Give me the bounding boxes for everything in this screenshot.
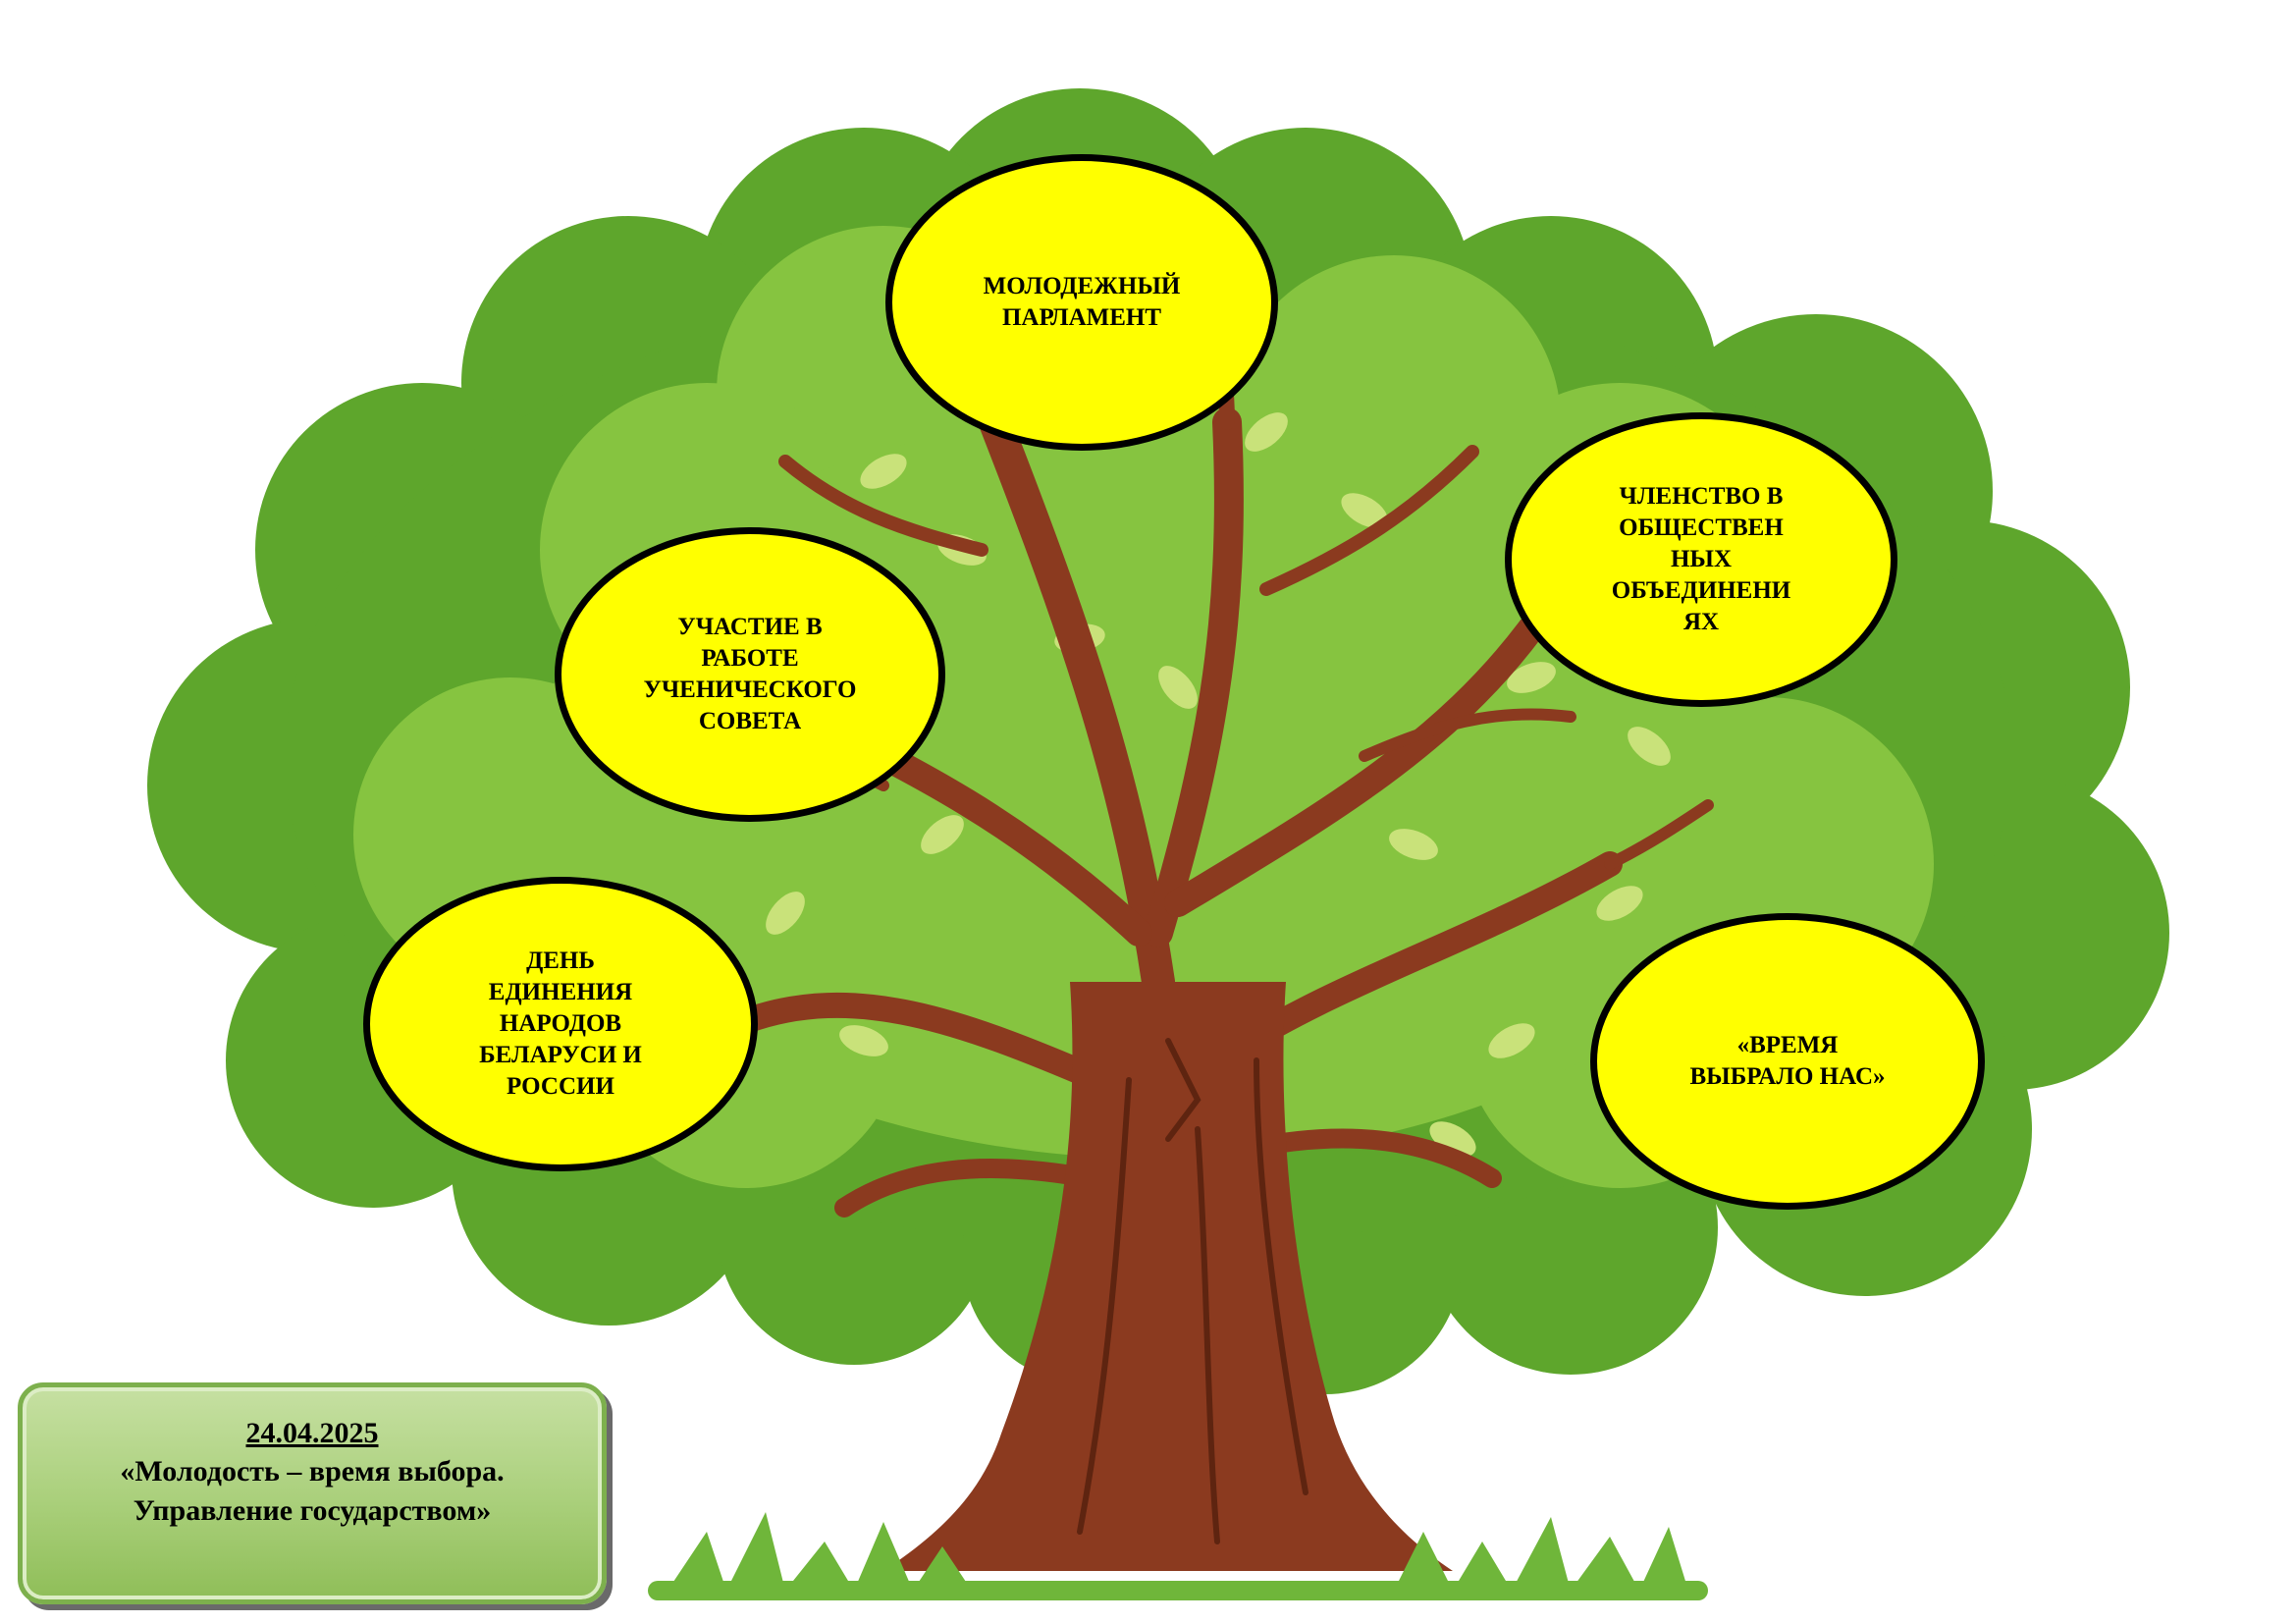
- bubble-student-council-label: УЧАСТИЕ В РАБОТЕ УЧЕНИЧЕСКОГО СОВЕТА: [643, 614, 857, 734]
- bubble-youth-parliament-label: МОЛОДЕЖНЫЙ ПАРЛАМЕНТ: [983, 273, 1181, 331]
- bubble-unity-day-label: ДЕНЬ ЕДИНЕНИЯ НАРОДОВ БЕЛАРУСИ И РОССИИ: [479, 947, 642, 1100]
- bubble-student-council: УЧАСТИЕ В РАБОТЕ УЧЕНИЧЕСКОГО СОВЕТА: [555, 527, 945, 822]
- bubble-unity-day: ДЕНЬ ЕДИНЕНИЯ НАРОДОВ БЕЛАРУСИ И РОССИИ: [363, 877, 758, 1171]
- leaves: [685, 412, 1671, 1157]
- bubble-public-associations-label: ЧЛЕНСТВО В ОБЩЕСТВЕН НЫХ ОБЪЕДИНЕНИ ЯХ: [1611, 483, 1791, 635]
- event-title: «Молодость – время выбора. Управление го…: [120, 1455, 505, 1527]
- info-box: 24.04.2025 «Молодость – время выбора. Уп…: [18, 1382, 607, 1604]
- bubble-time-chose-us: «ВРЕМЯ ВЫБРАЛО НАС»: [1590, 913, 1985, 1210]
- trunk-texture: [1077, 1038, 1308, 1544]
- bubble-youth-parliament: МОЛОДЕЖНЫЙ ПАРЛАМЕНТ: [885, 154, 1278, 451]
- bubble-time-chose-us-label: «ВРЕМЯ ВЫБРАЛО НАС»: [1689, 1032, 1886, 1090]
- bubble-public-associations: ЧЛЕНСТВО В ОБЩЕСТВЕН НЫХ ОБЪЕДИНЕНИ ЯХ: [1505, 412, 1897, 707]
- grass: [648, 1512, 1708, 1600]
- trunk: [883, 982, 1453, 1571]
- event-date: 24.04.2025: [245, 1417, 379, 1449]
